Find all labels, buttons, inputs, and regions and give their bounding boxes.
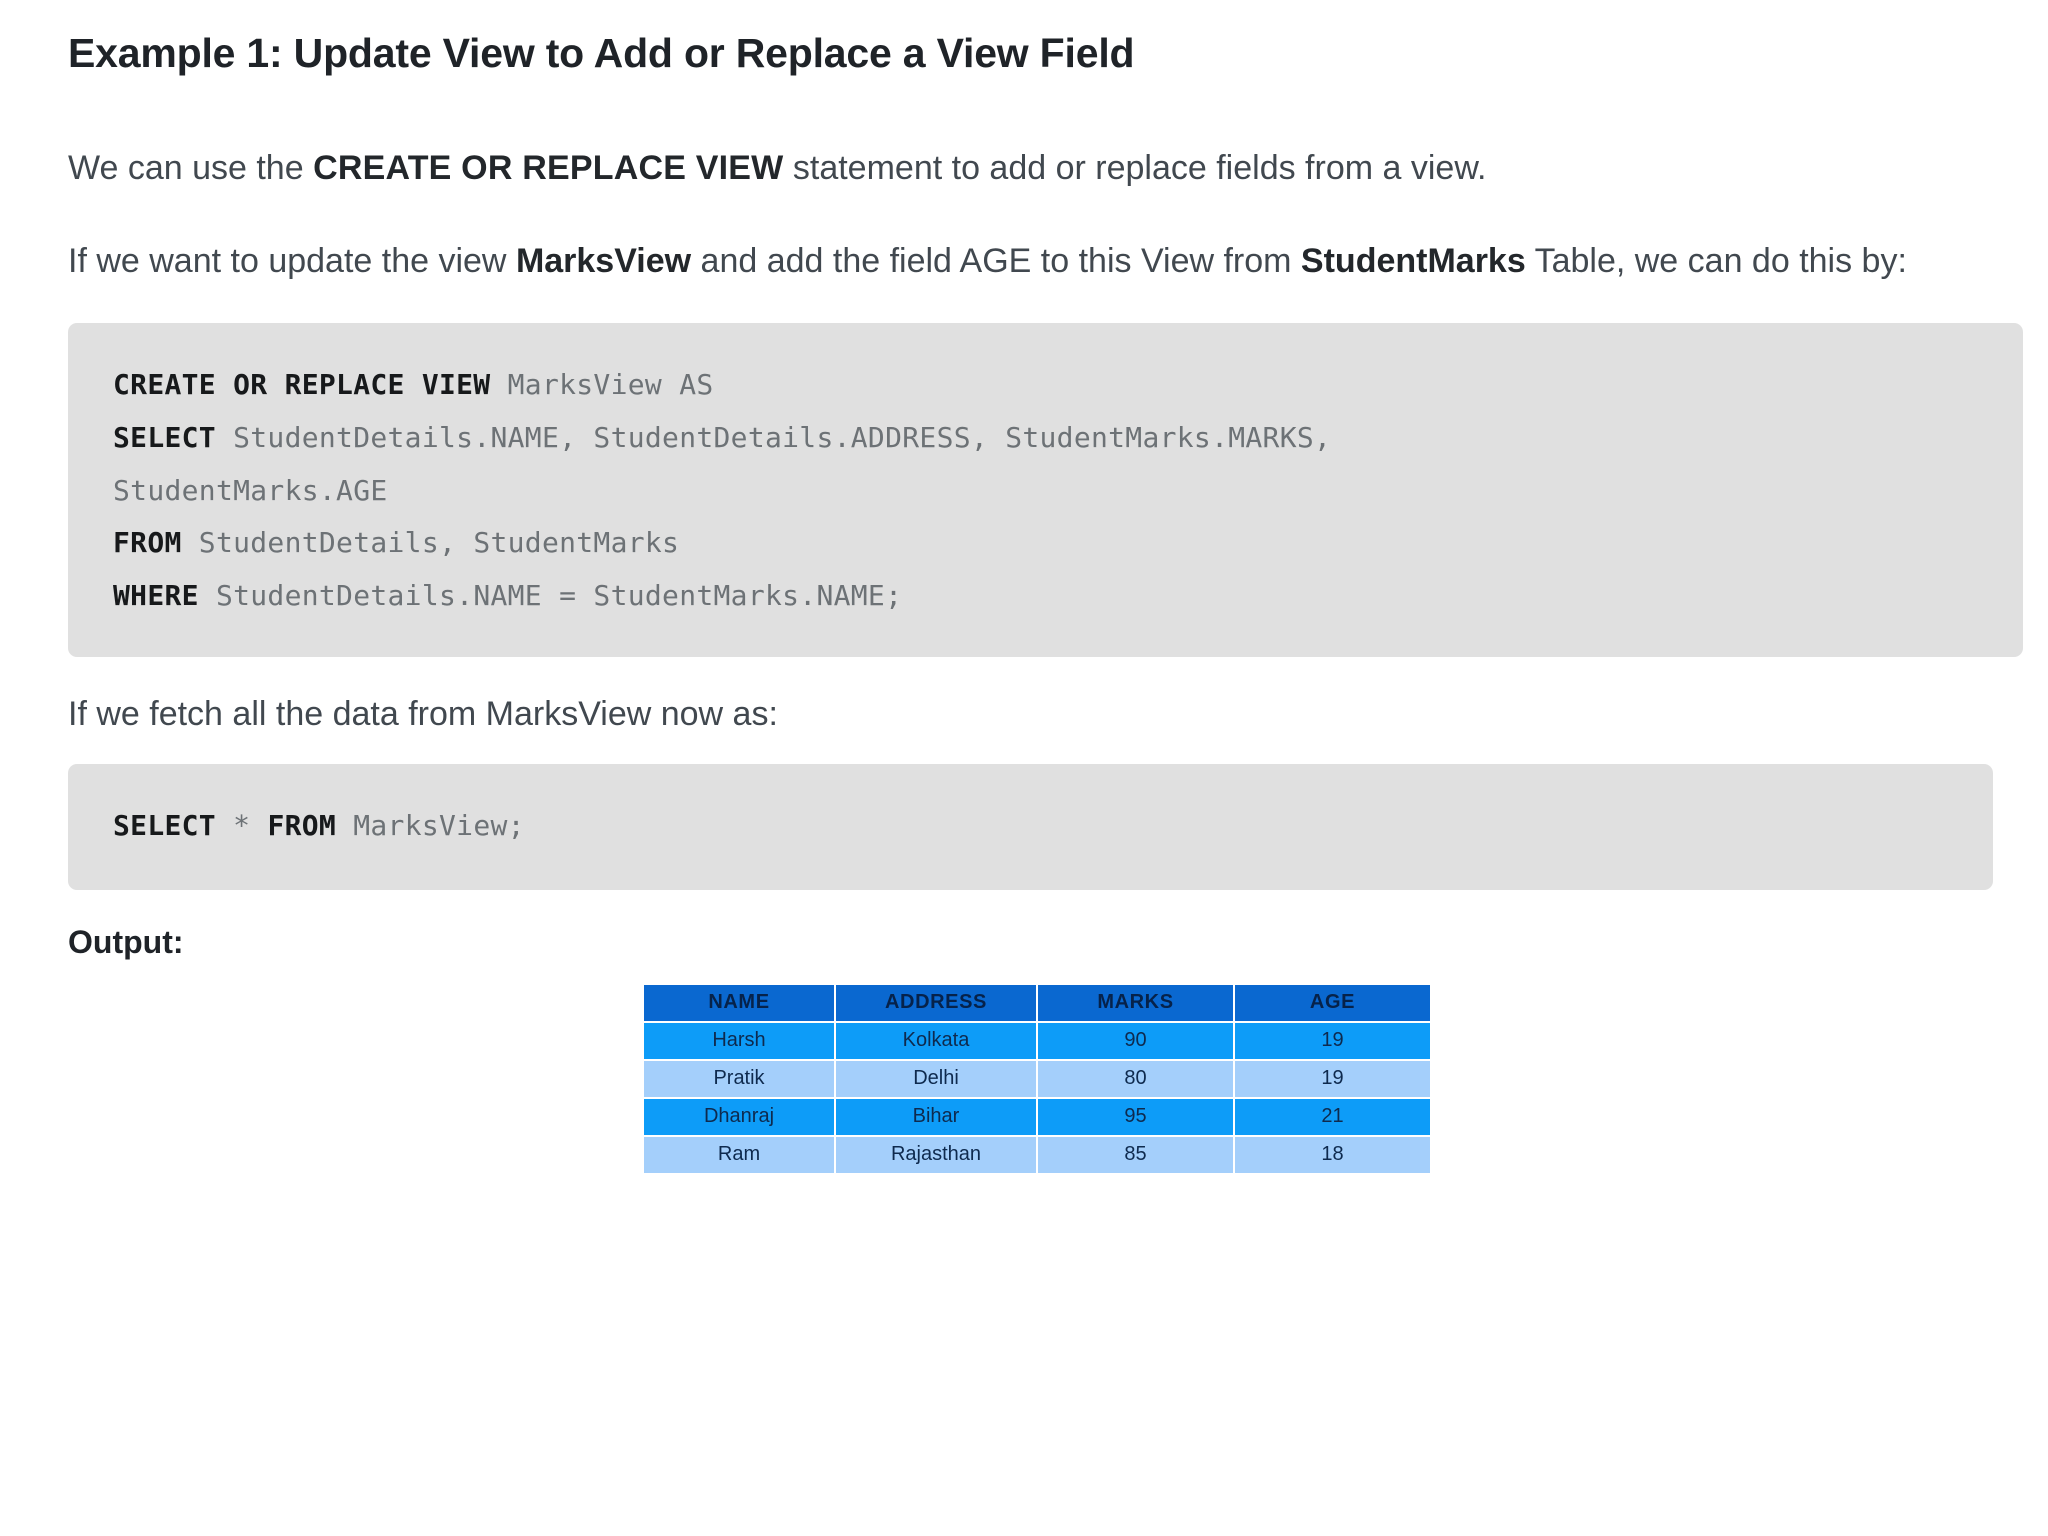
table-row: Harsh Kolkata 90 19 (644, 1023, 1430, 1060)
code-line: CREATE OR REPLACE VIEW MarksView AS (113, 359, 1985, 412)
sql-text: MarksView; (336, 808, 525, 842)
cell-address: Delhi (836, 1061, 1036, 1098)
intro-paragraph: We can use the CREATE OR REPLACE VIEW st… (68, 141, 2004, 196)
sql-text: MarksView AS (490, 368, 714, 402)
second-text-part1: If we want to update the view (68, 242, 516, 281)
second-text-part3: Table, we can do this by: (1525, 242, 1907, 281)
cell-address: Rajasthan (836, 1137, 1036, 1174)
column-header-name: NAME (644, 985, 834, 1022)
output-table-container: NAME ADDRESS MARKS AGE Harsh Kolkata 90 … (68, 983, 2004, 1176)
cell-marks: 85 (1038, 1137, 1233, 1174)
table-row: Dhanraj Bihar 95 21 (644, 1099, 1430, 1136)
code-line: StudentMarks.AGE (113, 465, 1985, 518)
intro-text-part2: statement to add or replace fields from … (783, 149, 1487, 188)
cell-address: Kolkata (836, 1023, 1036, 1060)
result-table-head: NAME ADDRESS MARKS AGE (644, 985, 1430, 1022)
view-name-marksview: MarksView (515, 242, 692, 281)
cell-marks: 95 (1038, 1099, 1233, 1136)
second-paragraph: If we want to update the view MarksView … (68, 234, 2004, 289)
sql-keyword: SELECT (113, 421, 216, 455)
code-line: SELECT * FROM MarksView; (113, 800, 1955, 853)
intro-text-part1: We can use the (68, 149, 314, 188)
sql-text: * (215, 808, 268, 842)
sql-keyword: CREATE OR REPLACE VIEW (113, 368, 491, 402)
sql-text: StudentDetails.NAME = StudentMarks.NAME; (198, 578, 903, 612)
output-label: Output: (68, 924, 184, 961)
sql-text: StudentMarks.AGE (113, 473, 388, 507)
column-header-age: AGE (1235, 985, 1430, 1022)
table-row: Ram Rajasthan 85 18 (644, 1137, 1430, 1174)
cell-address: Bihar (836, 1099, 1036, 1136)
fetch-paragraph: If we fetch all the data from MarksView … (68, 694, 778, 733)
code-block-create-or-replace-view[interactable]: CREATE OR REPLACE VIEW MarksView AS SELE… (68, 323, 2023, 657)
cell-name: Ram (644, 1137, 834, 1174)
sql-keyword: FROM (113, 526, 182, 560)
code-line: WHERE StudentDetails.NAME = StudentMarks… (113, 570, 1985, 623)
sql-keyword: SELECT (113, 808, 216, 842)
sql-keyword: WHERE (113, 578, 199, 612)
code-line: FROM StudentDetails, StudentMarks (113, 517, 1985, 570)
result-table: NAME ADDRESS MARKS AGE Harsh Kolkata 90 … (642, 983, 1432, 1176)
sql-text: StudentDetails, StudentMarks (181, 526, 680, 560)
column-header-marks: MARKS (1038, 985, 1233, 1022)
second-text-part2: and add the field AGE to this View from (691, 242, 1301, 281)
result-table-body: Harsh Kolkata 90 19 Pratik Delhi 80 19 D… (644, 1023, 1430, 1174)
sql-keyword-from: FROM (267, 808, 337, 842)
code-block-select-from-marksview[interactable]: SELECT * FROM MarksView; (68, 763, 1993, 891)
page-title: Example 1: Update View to Add or Replace… (68, 30, 1135, 76)
cell-marks: 90 (1038, 1023, 1233, 1060)
cell-age: 19 (1235, 1023, 1430, 1060)
table-header-row: NAME ADDRESS MARKS AGE (644, 985, 1430, 1022)
cell-marks: 80 (1038, 1061, 1233, 1098)
cell-name: Dhanraj (644, 1099, 834, 1136)
cell-age: 19 (1235, 1061, 1430, 1098)
code-line: SELECT StudentDetails.NAME, StudentDetai… (113, 412, 1985, 465)
column-header-address: ADDRESS (836, 985, 1036, 1022)
table-row: Pratik Delhi 80 19 (644, 1061, 1430, 1098)
cell-name: Pratik (644, 1061, 834, 1098)
cell-name: Harsh (644, 1023, 834, 1060)
cell-age: 18 (1235, 1137, 1430, 1174)
intro-keyword-create-or-replace-view: CREATE OR REPLACE VIEW (313, 149, 784, 188)
sql-text: StudentDetails.NAME, StudentDetails.ADDR… (215, 421, 1332, 455)
article-content: Example 1: Update View to Add or Replace… (68, 30, 2023, 1176)
table-name-studentmarks: StudentMarks (1300, 242, 1526, 281)
cell-age: 21 (1235, 1099, 1430, 1136)
